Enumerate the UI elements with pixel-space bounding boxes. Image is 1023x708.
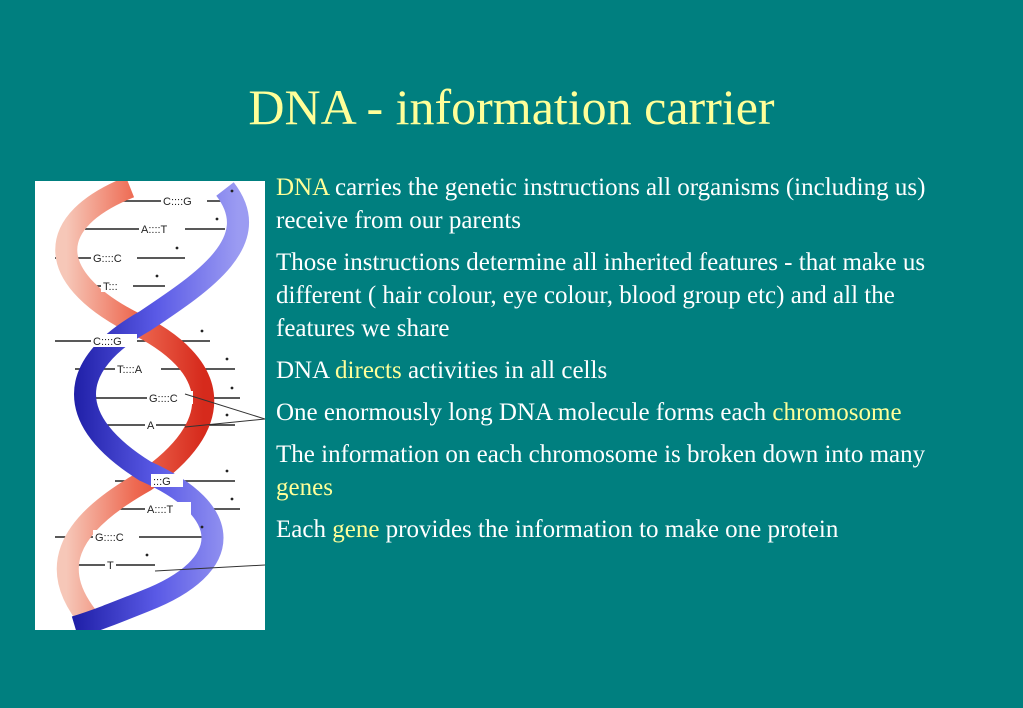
label-backing [91, 334, 137, 347]
strand-dot [155, 274, 159, 278]
bullet-text: The information on each chromosome is br… [276, 441, 926, 468]
base-pair-label: :::G [153, 476, 171, 488]
bullet-item: DNA carries the genetic instructions all… [276, 171, 926, 237]
strand-dot [175, 246, 179, 250]
bullet-text: Each [276, 516, 333, 543]
strand-dot [225, 469, 229, 473]
bullet-text: carries the genetic instructions all org… [276, 174, 926, 234]
label-backing [101, 279, 133, 292]
bullet-text: DNA [276, 357, 336, 384]
strand-dot [200, 329, 204, 333]
label-backing [139, 222, 185, 235]
bullet-item: DNA directs activities in all cells [276, 354, 926, 387]
bullet-item: Those instructions determine all inherit… [276, 246, 926, 345]
bullet-text: activities in all cells [401, 357, 608, 384]
highlight-chromosome: chromosome [772, 399, 902, 426]
red-strand [55, 176, 215, 634]
bullet-item: One enormously long DNA molecule forms e… [276, 396, 926, 429]
pointer-line-lower [154, 564, 266, 572]
strand-dot [225, 357, 229, 361]
bullet-list: DNA carries the genetic instructions all… [276, 171, 926, 555]
highlight-directs: directs [335, 357, 402, 384]
pointer-line-top [184, 393, 266, 420]
label-backing [147, 391, 193, 404]
base-pair-label: C::::G [163, 196, 192, 208]
base-pair-label: G::::C [95, 532, 124, 544]
base-pair-label: G::::C [149, 393, 178, 405]
bullet-text: Those instructions determine all inherit… [276, 249, 926, 342]
strand-dot [230, 386, 234, 390]
base-pair-label: T [107, 560, 114, 572]
highlight-dna: DNA [276, 174, 329, 201]
base-pair-label: T::::A [117, 364, 143, 376]
dna-helix-svg: C::::GA::::TG::::CT:::C::::GT::::AG::::C… [55, 176, 266, 638]
base-pair-label: G::::C [93, 253, 122, 265]
highlight-genes: genes [276, 474, 333, 501]
highlight-gene: gene [332, 516, 380, 543]
pointer-line-bottom [184, 418, 266, 428]
label-backing [105, 558, 116, 571]
label-backing [145, 502, 191, 515]
strand-dot [215, 217, 219, 221]
bullet-text: One enormously long DNA molecule forms e… [276, 399, 773, 426]
base-pair-label: A::::T [141, 224, 168, 236]
bullet-item: Each gene provides the information to ma… [276, 513, 926, 546]
label-backing [115, 362, 161, 375]
label-backing [93, 530, 139, 543]
bullet-text: provides the information to make one pro… [379, 516, 839, 543]
label-backing [151, 474, 183, 487]
slide-title: DNA - information carrier [248, 79, 775, 135]
bullet-item: The information on each chromosome is br… [276, 438, 926, 504]
base-pair-label: A::::T [147, 504, 174, 516]
strand-dot [225, 413, 229, 417]
base-letter-labels: C::::GA::::TG::::CT:::C::::GT::::AG::::C… [91, 189, 234, 572]
label-backing [161, 194, 207, 207]
blue-strand [71, 182, 249, 638]
base-pair-label: A [147, 420, 155, 432]
base-pair-label: C::::G [93, 336, 122, 348]
strand-dot [230, 189, 234, 193]
strand-dot [200, 525, 204, 529]
strand-dot [230, 497, 234, 501]
label-backing [145, 418, 156, 431]
strand-dot [145, 553, 149, 557]
base-pair-label: T::: [103, 281, 118, 293]
label-backing [91, 251, 137, 264]
